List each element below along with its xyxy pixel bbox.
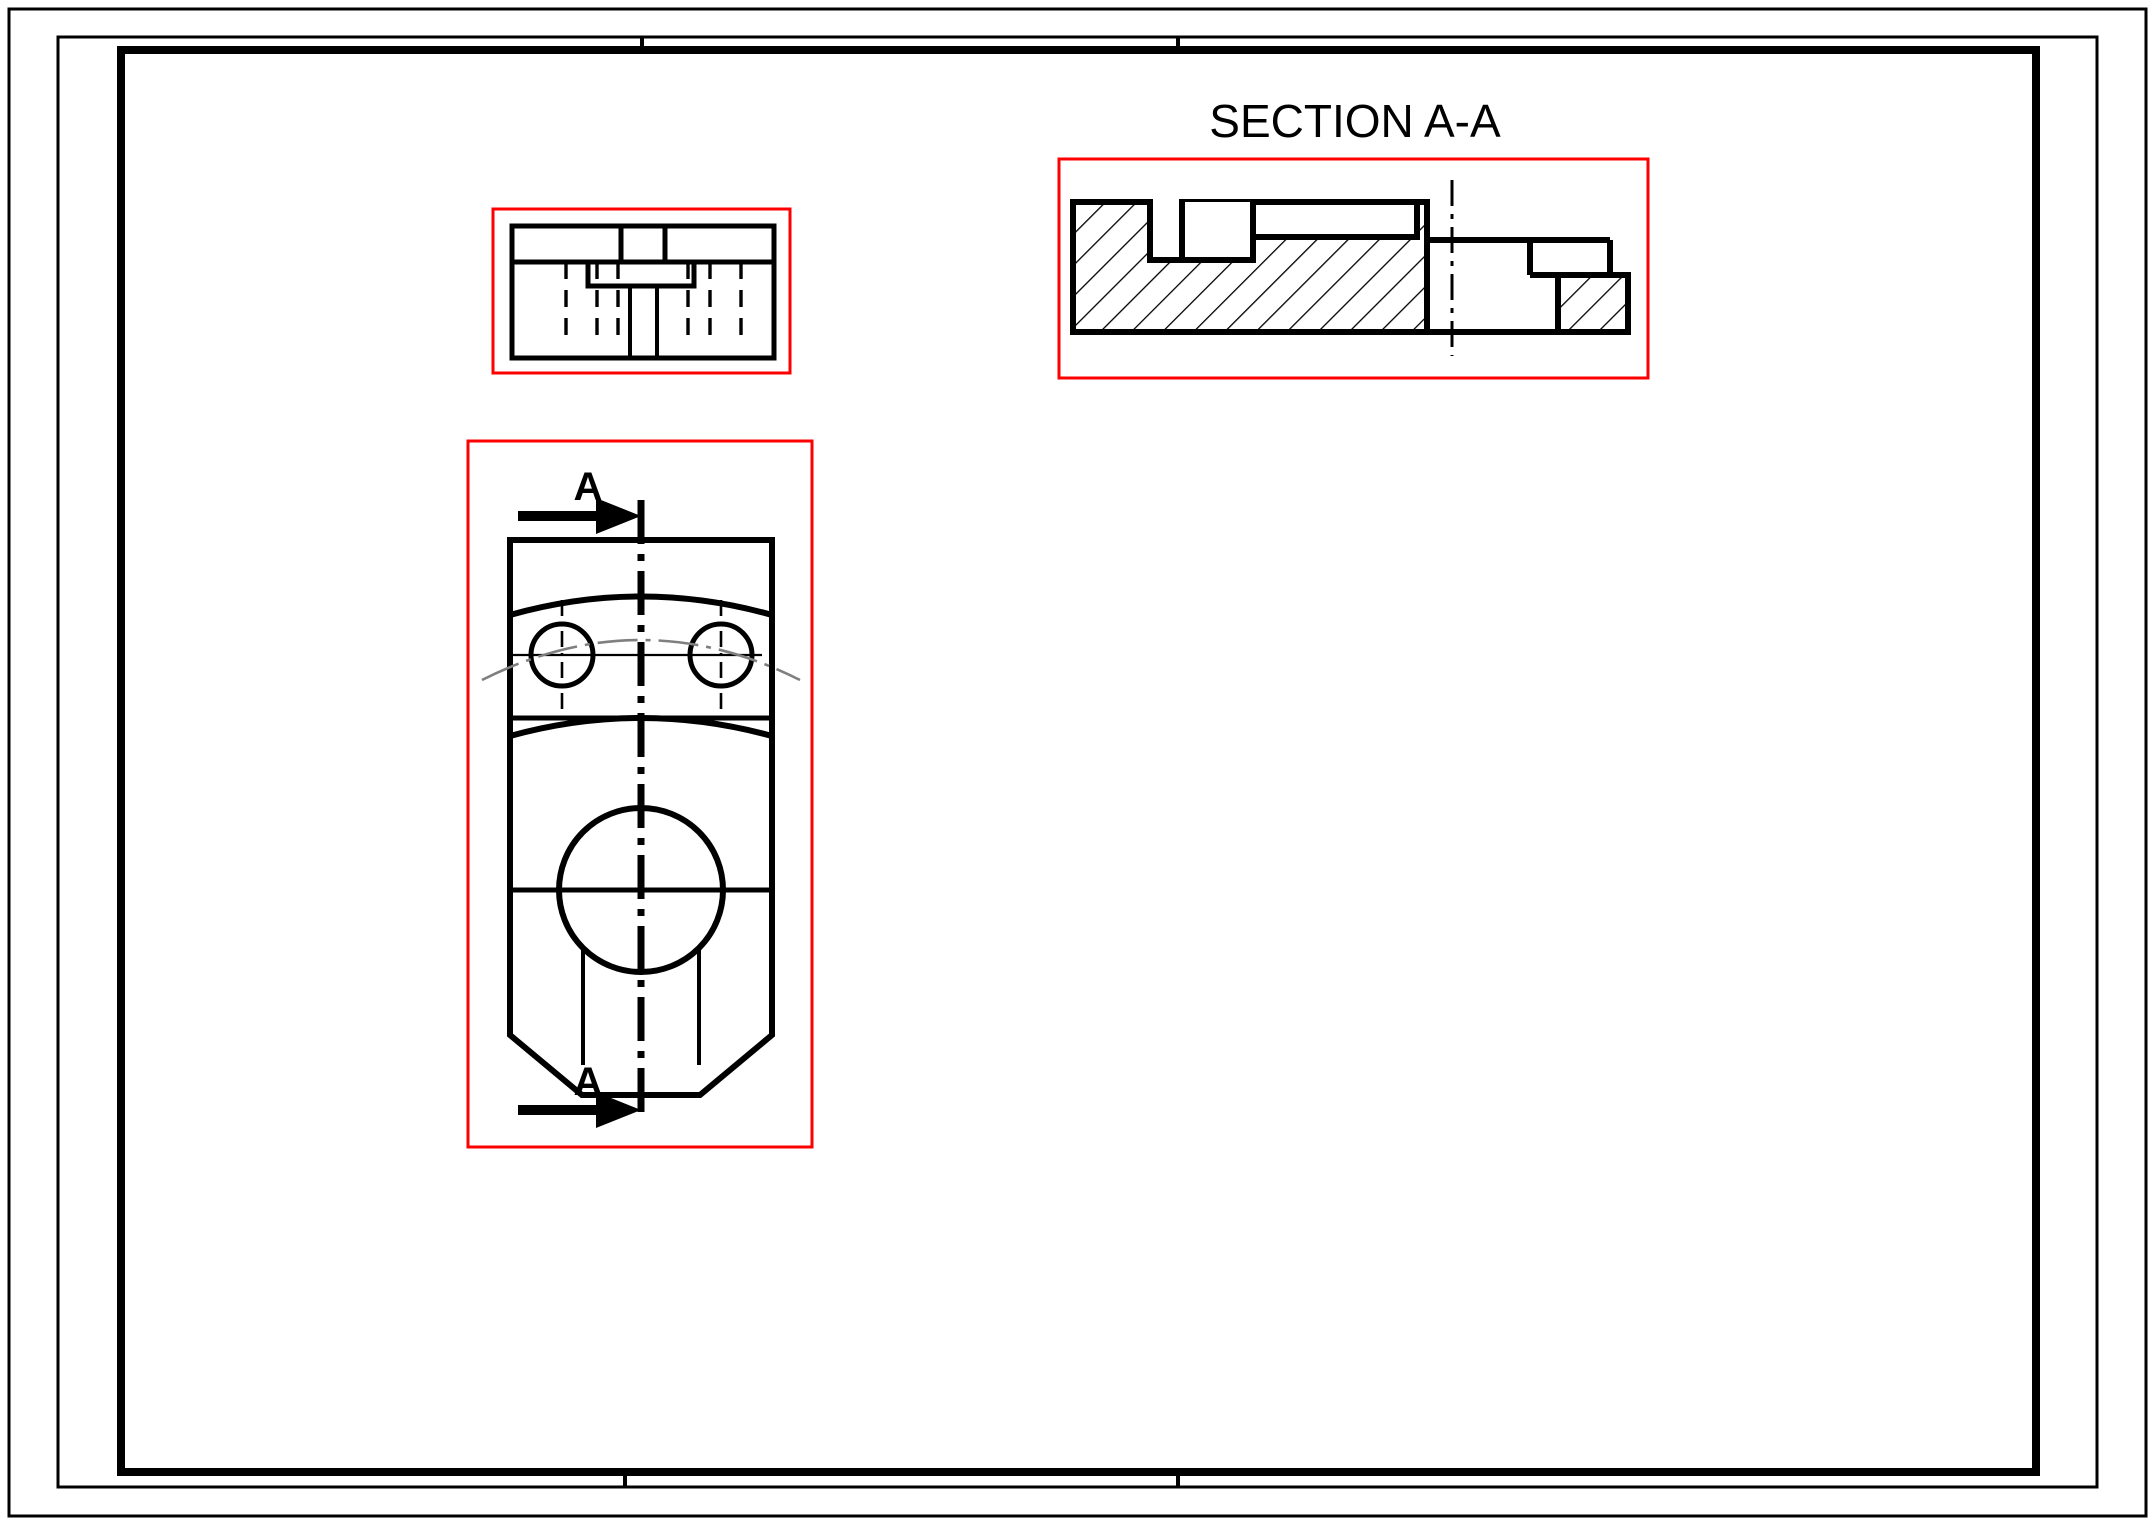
front-view-highlight-box[interactable]: [466, 439, 814, 1149]
top-view-group: [491, 207, 792, 375]
front-view-group: A A: [466, 439, 814, 1149]
section-arrow-label-bottom: A: [574, 1060, 603, 1104]
section-arrow-top-head: [596, 498, 641, 534]
section-right-block-hatch: [1558, 275, 1628, 332]
top-view-hidden-lines-right: [686, 262, 743, 344]
section-channel-fill-a: [1182, 202, 1253, 260]
border-tick-marks: [623, 37, 1180, 1487]
section-arrow-label-top: A: [574, 465, 603, 509]
section-arrow-top: A: [518, 465, 641, 534]
inner-border-frame: [117, 46, 2040, 1476]
section-arrow-bottom-head: [596, 1092, 641, 1128]
top-view-hidden-lines-left: [564, 262, 620, 344]
section-view-group: SECTION A-A: [1057, 95, 1650, 380]
middle-border-frame: [56, 35, 2099, 1489]
section-left-body-hatch: [1073, 202, 1427, 332]
top-view-highlight-box[interactable]: [491, 207, 792, 375]
outer-border-frame: [7, 7, 2148, 1518]
top-view-outline: [509, 223, 777, 361]
sheet-border: [7, 7, 2148, 1518]
section-arrow-bottom: A: [518, 1060, 641, 1128]
front-view-body-outline: [507, 537, 775, 1098]
section-right-profile: [1424, 202, 1610, 243]
top-view-flange-outline: [585, 262, 697, 289]
section-left-notch-fill: [1150, 202, 1182, 260]
section-title: SECTION A-A: [1209, 95, 1501, 147]
section-top-face-lines: [1073, 199, 1427, 263]
section-view-highlight-box[interactable]: [1057, 157, 1650, 380]
